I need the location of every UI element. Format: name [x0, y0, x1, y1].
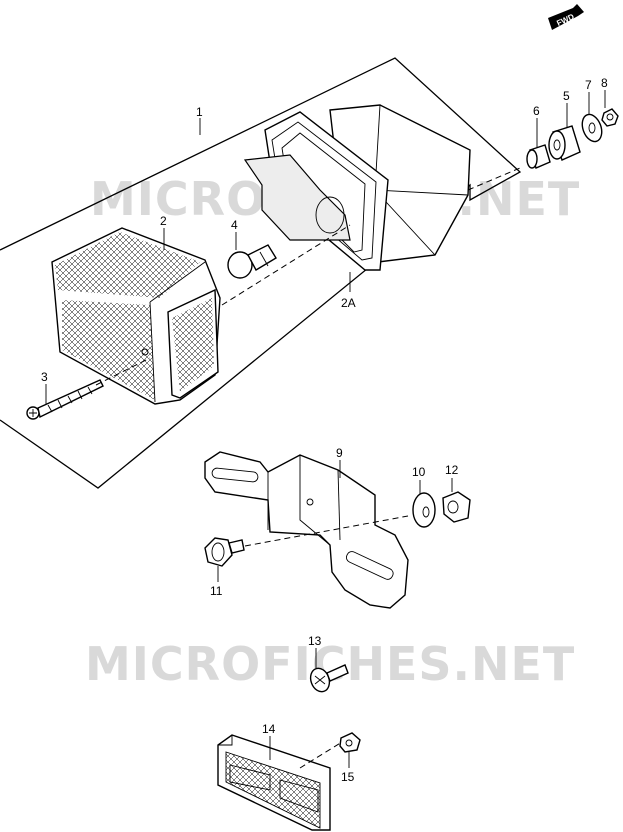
nut-part-15	[339, 732, 361, 753]
screw-part-3	[26, 379, 104, 420]
callout-5: 5	[563, 89, 570, 103]
nut-part-8	[601, 108, 619, 127]
callout-1: 1	[196, 105, 203, 119]
leader-lines	[45, 90, 606, 768]
bracket-part-9	[204, 451, 409, 609]
bulb-part-4	[227, 244, 277, 279]
reflector-part-14	[217, 734, 331, 831]
callout-10: 10	[412, 465, 426, 479]
callout-2: 2	[160, 214, 167, 228]
assembly-line-lamp	[221, 224, 351, 306]
cushion-part-5	[548, 125, 581, 161]
callout-4: 4	[231, 218, 238, 232]
washer-part-7	[581, 113, 603, 143]
callout-13: 13	[308, 634, 322, 648]
washer-part-10	[412, 492, 436, 528]
callout-14: 14	[262, 722, 276, 736]
callout-12: 12	[445, 463, 459, 477]
callout-3: 3	[41, 370, 48, 384]
assembly-line-bolt	[244, 515, 409, 547]
bushing-part-6	[526, 144, 551, 169]
callout-2a: 2A	[341, 296, 356, 310]
watermark-bottom: MICROFICHES.NET	[85, 637, 575, 691]
lamp-housing-part-2a	[243, 104, 471, 271]
fwd-arrow-icon: FWD	[548, 4, 584, 30]
assembly-outline	[0, 57, 522, 489]
lens-part-2	[51, 227, 221, 405]
assembly-line-reflector	[299, 741, 343, 769]
callout-11: 11	[210, 584, 223, 598]
callout-6: 6	[533, 104, 540, 118]
screw-part-13	[309, 664, 349, 693]
callout-9: 9	[336, 446, 343, 460]
nut-part-12	[442, 491, 471, 523]
callout-15: 15	[341, 770, 355, 784]
callout-7: 7	[585, 78, 592, 92]
assembly-line-screw	[95, 357, 151, 386]
callout-8: 8	[601, 76, 608, 90]
bolt-part-11	[204, 537, 245, 567]
